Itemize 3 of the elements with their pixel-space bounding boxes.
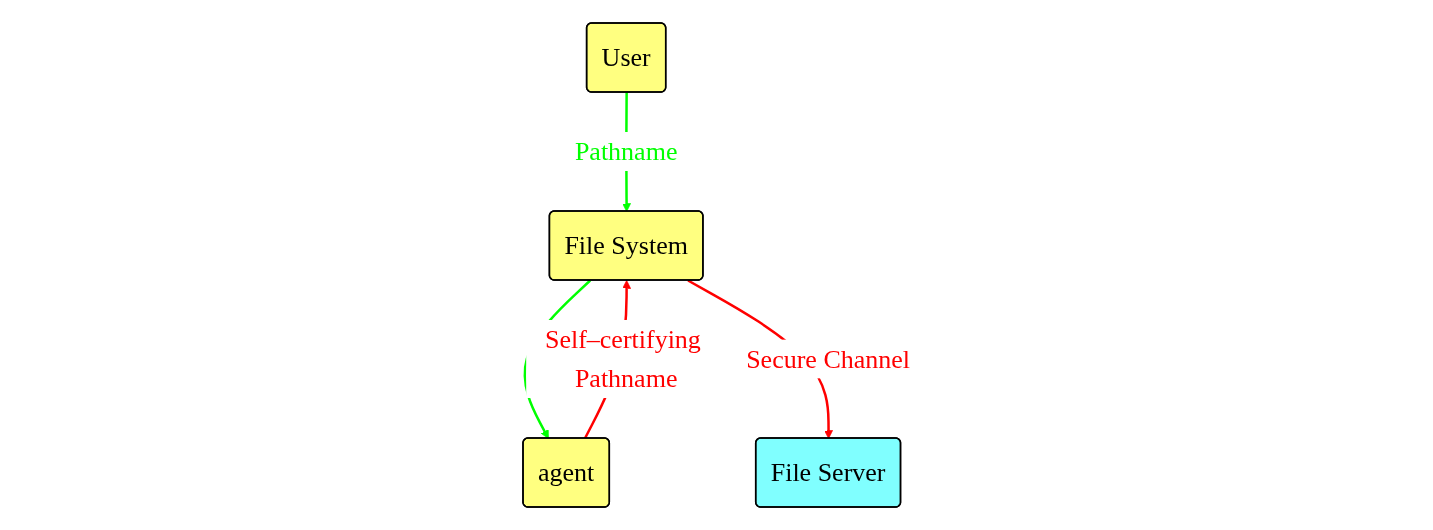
edge-label: Pathname	[574, 137, 678, 166]
edge-label: Self–certifying Pathname	[544, 325, 701, 393]
edge-label: Secure Channel	[746, 344, 911, 374]
